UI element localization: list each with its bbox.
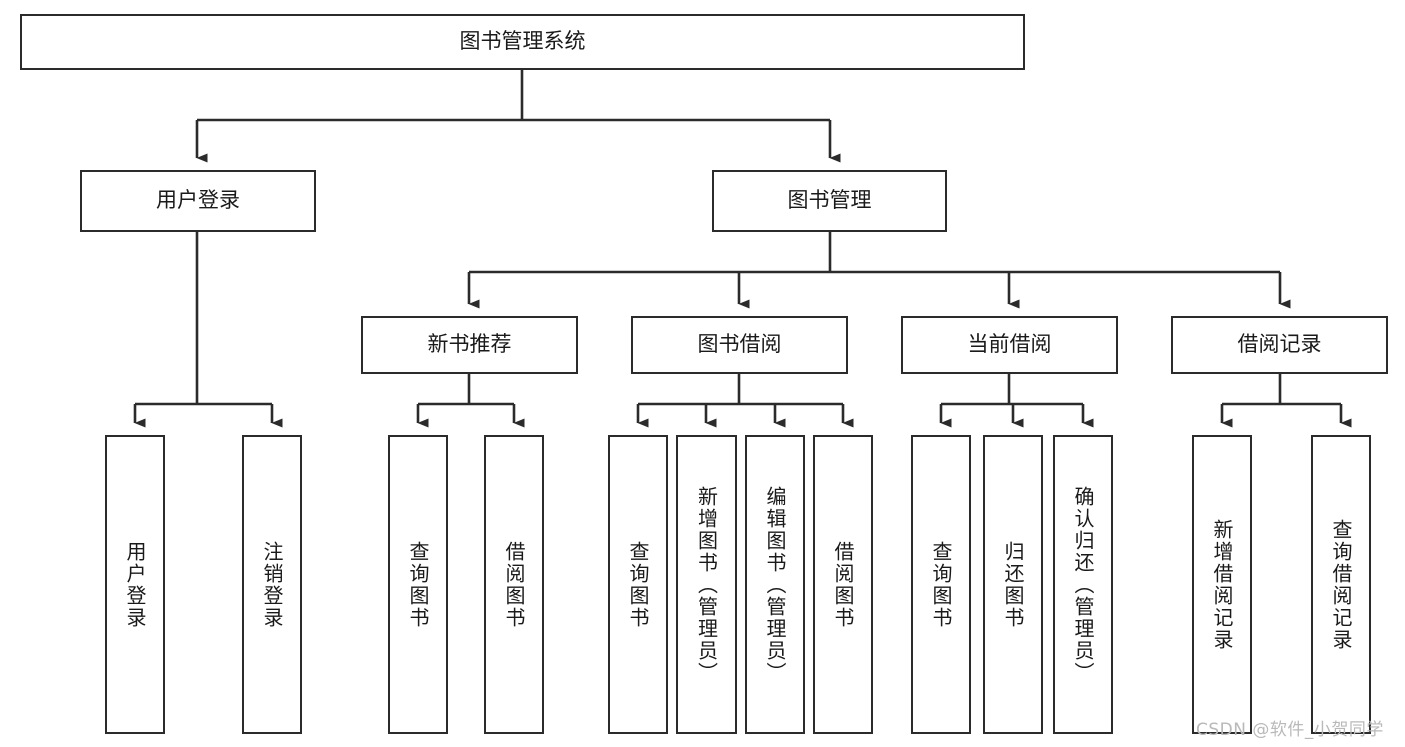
node-leaf-query-book-rec-label: 查询图书 — [406, 540, 430, 629]
node-leaf-borrow-book-rec[interactable]: 借阅图书 — [484, 435, 544, 734]
node-current-borrow-label: 当前借阅 — [967, 332, 1052, 357]
node-leaf-query-record[interactable]: 查询借阅记录 — [1311, 435, 1371, 734]
node-new-book-recommend[interactable]: 新书推荐 — [361, 316, 578, 374]
node-root[interactable]: 图书管理系统 — [20, 14, 1025, 70]
node-leaf-query-book-rec[interactable]: 查询图书 — [388, 435, 448, 734]
node-current-borrow[interactable]: 当前借阅 — [901, 316, 1118, 374]
node-leaf-user-logout[interactable]: 注销登录 — [242, 435, 302, 734]
node-leaf-user-login-label: 用户登录 — [123, 540, 147, 629]
node-leaf-edit-book-label: 编辑图书（管理员） — [763, 485, 787, 684]
node-user-login[interactable]: 用户登录 — [80, 170, 316, 232]
node-leaf-query-book-brw-label: 查询图书 — [626, 540, 650, 629]
node-leaf-confirm-return[interactable]: 确认归还（管理员） — [1053, 435, 1113, 734]
node-book-manage[interactable]: 图书管理 — [712, 170, 947, 232]
node-leaf-return-book-label: 归还图书 — [1001, 540, 1025, 629]
node-user-login-label: 用户登录 — [156, 188, 240, 213]
node-leaf-query-record-label: 查询借阅记录 — [1329, 518, 1353, 651]
node-leaf-borrow-book-brw-label: 借阅图书 — [831, 540, 855, 629]
node-new-book-recommend-label: 新书推荐 — [427, 332, 512, 357]
node-borrow-record[interactable]: 借阅记录 — [1171, 316, 1388, 374]
node-leaf-user-login[interactable]: 用户登录 — [105, 435, 165, 734]
node-leaf-query-book-brw[interactable]: 查询图书 — [608, 435, 668, 734]
node-book-borrow[interactable]: 图书借阅 — [631, 316, 848, 374]
node-leaf-return-book[interactable]: 归还图书 — [983, 435, 1043, 734]
node-leaf-user-logout-label: 注销登录 — [260, 540, 284, 629]
node-borrow-record-label: 借阅记录 — [1237, 332, 1322, 357]
node-leaf-add-record-label: 新增借阅记录 — [1210, 518, 1234, 651]
node-leaf-add-book-label: 新增图书（管理员） — [694, 485, 719, 684]
connector-lines — [133, 70, 1352, 428]
node-leaf-query-book-cur[interactable]: 查询图书 — [911, 435, 971, 734]
node-leaf-edit-book[interactable]: 编辑图书（管理员） — [745, 435, 805, 734]
node-leaf-add-book[interactable]: 新增图书（管理员） — [676, 435, 737, 734]
node-leaf-confirm-return-label: 确认归还（管理员） — [1071, 485, 1095, 684]
node-leaf-borrow-book-rec-label: 借阅图书 — [502, 540, 526, 629]
node-leaf-borrow-book-brw[interactable]: 借阅图书 — [813, 435, 873, 734]
node-root-label: 图书管理系统 — [459, 29, 586, 54]
node-book-manage-label: 图书管理 — [787, 188, 872, 213]
node-leaf-add-record[interactable]: 新增借阅记录 — [1192, 435, 1252, 734]
node-leaf-query-book-cur-label: 查询图书 — [929, 540, 953, 629]
node-book-borrow-label: 图书借阅 — [697, 332, 782, 357]
csdn-watermark: CSDN @软件_小贺同学 — [1196, 720, 1384, 740]
